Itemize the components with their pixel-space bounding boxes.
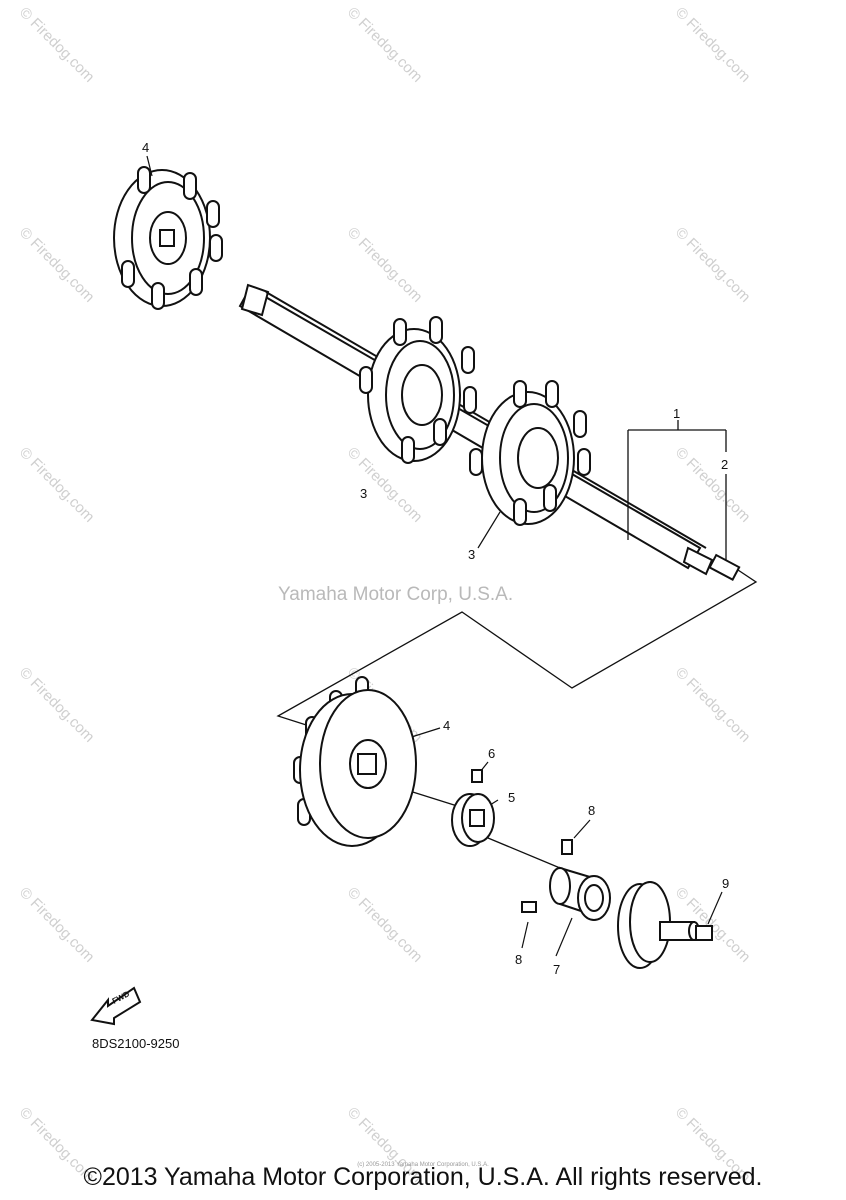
callout-number: 1 <box>673 406 681 421</box>
part-code: 8DS2100-9250 <box>92 1036 180 1051</box>
callout-number: 6 <box>488 746 496 761</box>
corp-watermark: Yamaha Motor Corp, U.S.A. <box>278 584 514 605</box>
callout-number: 2 <box>721 457 729 472</box>
fwd-arrow-icon: FWD <box>90 986 142 1026</box>
callout-number: 3 <box>360 486 368 501</box>
callout-number: 7 <box>553 962 561 977</box>
collar <box>451 769 495 847</box>
copyright-notice: ©2013 Yamaha Motor Corporation, U.S.A. A… <box>83 1163 763 1191</box>
callout-number: 8 <box>515 952 523 967</box>
flange-hub <box>617 881 713 969</box>
callout-number: 4 <box>142 140 150 155</box>
callout-number: 5 <box>508 790 516 805</box>
callout-number: 9 <box>722 876 730 891</box>
sprocket-middle-right <box>469 380 591 526</box>
sprocket-lower <box>293 676 417 847</box>
callout-number: 8 <box>588 803 596 818</box>
callout-number: 3 <box>468 547 476 562</box>
bearing <box>521 839 611 921</box>
sprocket-top-left <box>113 166 223 310</box>
sprocket-middle-left <box>359 316 477 464</box>
leader-lines <box>146 155 723 957</box>
callout-bracket <box>627 420 727 560</box>
callout-number: 4 <box>443 718 451 733</box>
tiny-copyright: (c) 2005-2013 Yamaha Motor Corporation, … <box>357 1162 489 1168</box>
